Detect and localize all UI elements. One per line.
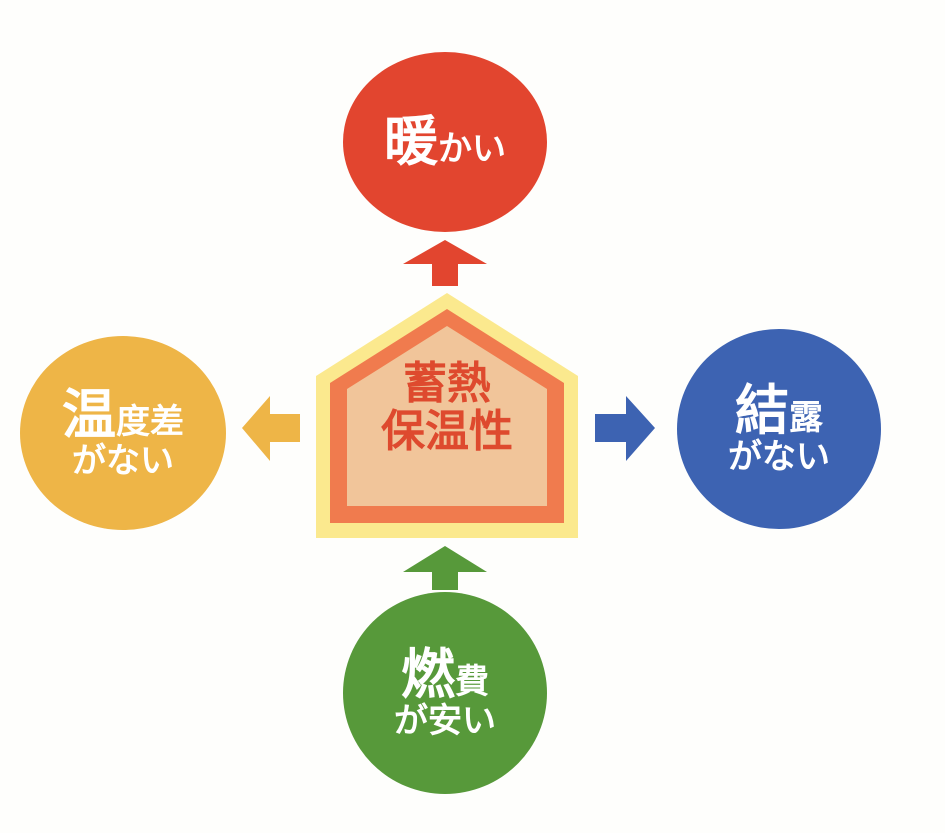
node-condensation-small: 露: [789, 397, 823, 438]
node-temp-diff-line2: がない: [72, 440, 174, 481]
node-fuel-cost: 燃 費 が安い: [343, 592, 547, 794]
node-temp-diff-small: 度差: [116, 401, 184, 442]
node-warm-small: かい: [438, 128, 506, 169]
node-condensation: 結 露 がない: [677, 329, 881, 529]
bottom-circle: [343, 592, 547, 794]
node-warm: 暖 かい: [343, 52, 547, 232]
center-line-1: 蓄熱: [403, 358, 491, 409]
center-line-2: 保温性: [381, 406, 513, 458]
node-fuel-cost-big: 燃: [401, 642, 455, 706]
node-condensation-big: 結: [735, 378, 789, 442]
node-fuel-cost-line2: が安い: [394, 700, 496, 741]
node-fuel-cost-small: 費: [455, 661, 489, 702]
house-inner: [347, 326, 547, 506]
arrow-up-icon: [403, 240, 487, 286]
node-temp-diff-big: 温: [62, 382, 116, 446]
right-circle: [677, 329, 881, 529]
arrow-left-icon: [242, 396, 300, 461]
node-condensation-line2: がない: [728, 436, 830, 477]
left-circle: [20, 336, 226, 530]
node-warm-big: 暖: [384, 109, 438, 173]
node-temp-diff: 温 度差 がない: [20, 336, 226, 530]
top-circle: [343, 52, 547, 232]
center-label: 蓄熱 保温性: [352, 358, 542, 458]
arrow-right-icon: [595, 396, 655, 461]
arrow-up-bottom-icon: [403, 546, 487, 590]
